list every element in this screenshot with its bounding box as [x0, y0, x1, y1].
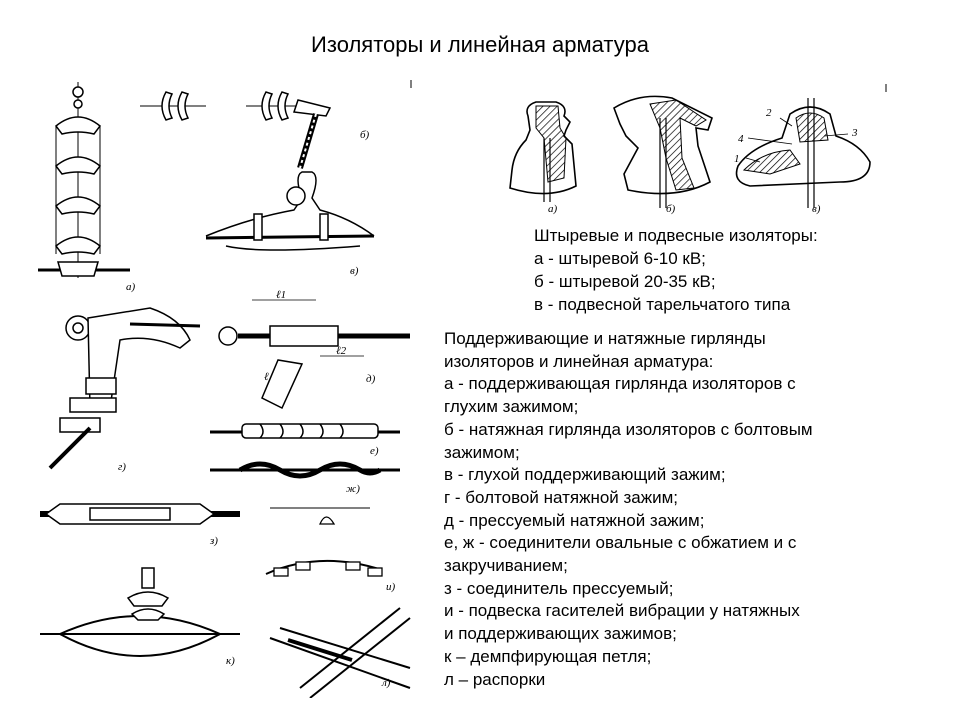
label-e: д) [366, 373, 376, 385]
caption-line: е, ж - соединители овальные с обжатием и… [444, 533, 797, 553]
label-a: а) [126, 281, 136, 293]
caption-line: в - подвесной тарельчатого типа [534, 295, 791, 314]
dim-label-l2: ℓ2 [336, 345, 347, 357]
dim-label-l: ℓ [264, 371, 269, 383]
label-l: л) [381, 677, 391, 689]
insulator-label-a: а) [548, 203, 558, 215]
insulators-drawing: а) б) в) 2 3 4 1 [509, 84, 887, 215]
oval-connector-compressed-drawing [210, 423, 400, 439]
insulators-caption: Штыревые и подвесные изоляторы: а - штыр… [534, 224, 818, 316]
tension-string-drawing [140, 91, 332, 169]
part-label-4: 4 [738, 133, 744, 145]
pin-insulator-a-drawing [509, 101, 577, 202]
caption-line: и поддерживающих зажимов; [444, 624, 677, 644]
caption-line: в - глухой поддерживающий зажим; [444, 465, 726, 485]
caption-line: закручиванием; [444, 556, 568, 576]
insulator-label-b: б) [666, 203, 676, 215]
label-f: е) [370, 445, 379, 457]
strings-caption: Поддерживающие и натяжные гирлянды изоля… [444, 328, 813, 691]
vibration-damper-drawing [265, 507, 383, 577]
dim-label-l1: ℓ1 [276, 289, 286, 301]
caption-line: изоляторов и линейная арматура: [444, 351, 714, 371]
spacers-drawing [269, 607, 411, 698]
caption-line: з - соединитель прессуемый; [444, 578, 674, 598]
part-label-2: 2 [766, 107, 772, 119]
caption-line: глухим зажимом; [444, 397, 579, 417]
caption-line: г - болтовой натяжной зажим; [444, 487, 679, 507]
damping-loop-drawing [40, 567, 240, 657]
caption-line: л – распорки [444, 669, 546, 689]
line-fittings-drawing: а) б) в) [38, 80, 412, 698]
label-c: в) [350, 265, 359, 277]
caption-line: к – демпфирующая петля; [444, 646, 652, 666]
pressed-clamp-drawing [218, 299, 410, 410]
caption-line: д - прессуемый натяжной зажим; [444, 510, 705, 530]
label-g: ж) [346, 483, 360, 495]
disc-insulator-c-drawing [735, 98, 871, 208]
insulators-figure: а) б) в) 2 3 4 1 [500, 78, 890, 218]
label-b: б) [360, 129, 370, 141]
oval-connector-twisted-drawing [210, 461, 400, 479]
caption-line: и - подвеска гасителей вибрации у натяжн… [444, 601, 800, 621]
label-i: и) [386, 581, 396, 593]
pressed-connector-drawing [40, 503, 240, 525]
pin-insulator-b-drawing [613, 95, 713, 208]
caption-line: а - штыревой 6-10 кВ; [534, 249, 706, 268]
line-fittings-figure: а) б) в) [30, 78, 420, 698]
suspension-clamp-drawing [205, 171, 375, 251]
label-k: к) [226, 655, 235, 667]
label-h: з) [209, 535, 218, 547]
bolted-clamp-drawing [48, 307, 201, 470]
caption-line: б - натяжная гирлянда изоляторов с болто… [444, 419, 813, 439]
caption-line: б - штыревой 20-35 кВ; [534, 272, 716, 291]
caption-line: зажимом; [444, 442, 520, 462]
label-d: г) [118, 461, 126, 473]
caption-line: Поддерживающие и натяжные гирлянды [444, 329, 766, 348]
part-label-3: 3 [851, 127, 858, 139]
part-label-1: 1 [734, 153, 740, 165]
page-title: Изоляторы и линейная арматура [311, 32, 649, 57]
caption-line: а - поддерживающая гирлянда изоляторов с [444, 374, 796, 394]
insulator-label-c: в) [812, 203, 821, 215]
suspension-string-drawing [38, 82, 130, 278]
caption-line: Штыревые и подвесные изоляторы: [534, 226, 818, 245]
